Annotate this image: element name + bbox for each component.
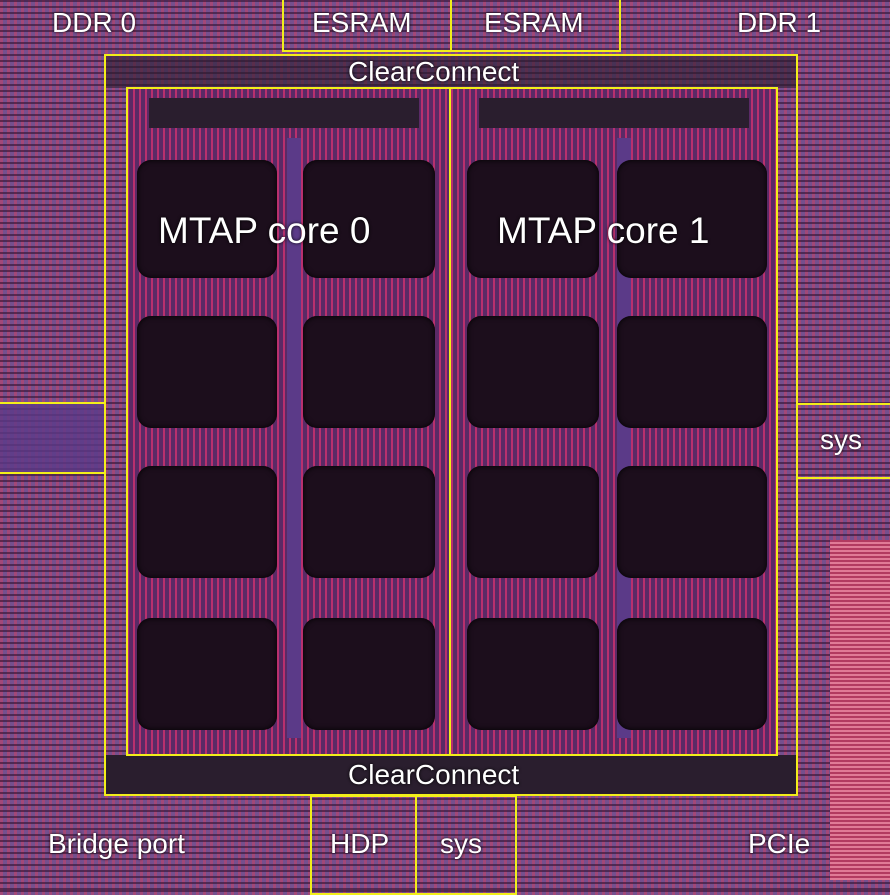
esram-right-label: ESRAM <box>484 7 584 38</box>
ddr0-label: DDR 0 <box>52 7 137 38</box>
pe-block <box>467 316 599 428</box>
sram-array-right <box>830 540 890 880</box>
pe-block <box>137 466 277 578</box>
clearconnect-bottom-bus <box>105 755 797 795</box>
cores-outline <box>126 87 778 756</box>
core-divider <box>449 87 451 756</box>
pe-block <box>137 160 277 278</box>
clearconnect-top-label: ClearConnect <box>348 56 520 87</box>
core1-header-block <box>479 98 749 128</box>
core0-label: MTAP core 0 <box>158 210 371 251</box>
core1-spine <box>617 138 631 738</box>
pe-block <box>617 316 767 428</box>
pe-block <box>467 466 599 578</box>
pe-block <box>137 618 277 730</box>
core1-label: MTAP core 1 <box>497 210 710 251</box>
pe-block <box>617 160 767 278</box>
pe-block <box>303 618 435 730</box>
clearconnect-top-bus <box>105 55 797 88</box>
clearconnect-bottom-label: ClearConnect <box>348 759 520 790</box>
ddr1-label: DDR 1 <box>737 7 822 38</box>
esram-left-label: ESRAM <box>312 7 412 38</box>
pcie-label: PCIe <box>748 828 811 859</box>
pe-block <box>617 466 767 578</box>
esram-right-outline <box>450 0 621 52</box>
core-area <box>127 88 777 755</box>
left-io-block <box>0 403 105 473</box>
sys-right-label: sys <box>820 424 862 455</box>
pe-block <box>137 316 277 428</box>
pe-block <box>303 466 435 578</box>
hdp-label: HDP <box>330 828 390 859</box>
core0-spine <box>287 138 301 738</box>
sys-bottom-label: sys <box>440 828 482 859</box>
bridge-port-label: Bridge port <box>48 828 185 859</box>
core0-header-block <box>149 98 419 128</box>
sys-right-outline <box>796 403 890 479</box>
left-io-outline <box>0 402 106 474</box>
pe-block <box>467 160 599 278</box>
pe-block <box>303 316 435 428</box>
pe-block <box>303 160 435 278</box>
pe-block <box>617 618 767 730</box>
pe-block <box>467 618 599 730</box>
